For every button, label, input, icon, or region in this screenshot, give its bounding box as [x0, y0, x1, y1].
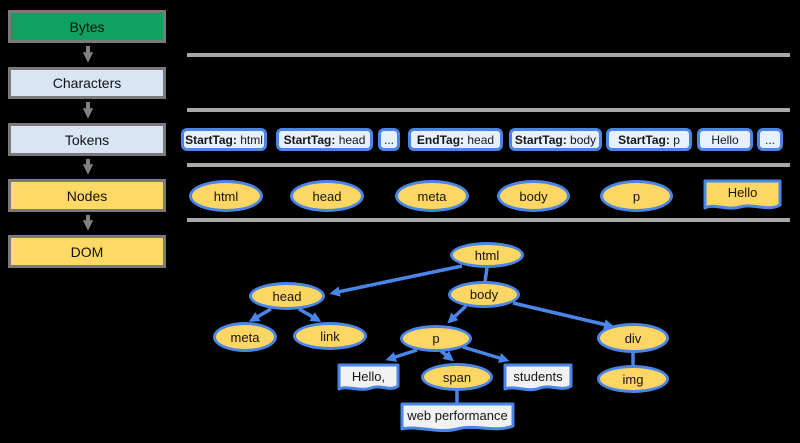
edge-body-p: [447, 304, 468, 324]
token-value: ...: [764, 132, 775, 147]
node-label: Hello: [727, 185, 758, 200]
edge-p-students: [462, 345, 510, 364]
tree-node-label: link: [320, 328, 340, 344]
tree-node-label: p: [432, 331, 440, 346]
tree-textnode-hello: Hello,: [337, 363, 400, 396]
tree-textnode-label: students: [513, 369, 563, 384]
tree-node-label: meta: [230, 329, 260, 345]
tree-node-img: img: [597, 365, 669, 393]
token-value: head: [464, 132, 495, 147]
token-type: StartTag:: [185, 132, 237, 147]
bytes-row-text: [190, 16, 782, 40]
node-ellipse-head: head: [290, 180, 364, 212]
stage-label-nodes: Nodes: [66, 187, 108, 204]
tree-node-body: body: [448, 281, 520, 308]
stage-box-bytes: Bytes: [8, 10, 166, 43]
token-type: EndTag:: [416, 132, 465, 147]
tree-textnode-web-performance: web performance: [400, 402, 515, 436]
edge-head-meta: [248, 307, 272, 322]
characters-row-text: [190, 70, 782, 94]
node-ellipse-html: html: [189, 180, 263, 212]
token-value: ...: [383, 132, 394, 147]
tree-node-label: head: [272, 288, 302, 304]
tree-textnode-students: students: [503, 363, 573, 396]
tree-textnode-label: Hello,: [351, 369, 386, 384]
edge-html-head: [329, 264, 463, 297]
token-value: Hello: [711, 132, 739, 147]
node-ellipse-p: p: [600, 180, 673, 212]
tree-node-span: span: [421, 363, 493, 391]
edge-p-span: [439, 349, 454, 362]
token-hello: Hello: [697, 128, 753, 151]
tree-node-html: html: [450, 242, 524, 268]
row-divider-1: [187, 53, 790, 57]
token-starttag-body: StartTag: body: [509, 128, 602, 151]
tree-node-label: body: [469, 287, 499, 302]
token-endtag-head: EndTag: head: [408, 128, 503, 151]
stage-label-dom: DOM: [70, 243, 104, 260]
row-divider-2: [187, 108, 790, 112]
edge-html-body: [483, 267, 489, 283]
node-label: meta: [417, 188, 447, 204]
tree-node-link: link: [293, 322, 367, 350]
tree-node-label: div: [624, 330, 642, 346]
node-label: html: [213, 188, 239, 204]
tree-node-div: div: [597, 323, 669, 353]
tree-node-label: span: [442, 369, 472, 385]
tree-textnode-label: web performance: [407, 408, 508, 423]
token-starttag-html: StartTag: html: [181, 128, 267, 151]
token-type: StartTag:: [618, 132, 670, 147]
row-divider-3: [187, 163, 790, 167]
wavy-box-shape: [503, 363, 573, 392]
token-type: StartTag:: [514, 132, 567, 147]
stage-box-characters: Characters: [8, 67, 166, 99]
token-starttag-p: StartTag: p: [606, 128, 692, 151]
stage-box-nodes: Nodes: [8, 179, 166, 212]
edge-body-div: [512, 301, 615, 330]
node-label: body: [519, 188, 548, 204]
token-value: head: [335, 132, 366, 147]
node-label: p: [632, 188, 641, 204]
edge-head-link: [298, 307, 322, 322]
stage-label-characters: Characters: [52, 75, 122, 91]
token-ellipsis-2: ...: [757, 128, 783, 151]
stage-box-dom: DOM: [8, 235, 166, 268]
wavy-box-shape: [703, 179, 782, 210]
token-type: StartTag:: [283, 132, 336, 147]
token-value: body: [566, 132, 597, 147]
node-textnode-hello: Hello: [703, 179, 782, 216]
stage-box-tokens: Tokens: [8, 123, 166, 156]
node-label: head: [312, 188, 342, 204]
wavy-box-shape: [400, 402, 515, 433]
token-value: p: [669, 132, 680, 147]
token-starttag-head: StartTag: head: [276, 128, 373, 151]
row-divider-4: [187, 218, 790, 222]
edge-p-hello: [385, 348, 418, 362]
node-ellipse-body: body: [497, 180, 570, 212]
stage-label-bytes: Bytes: [69, 18, 105, 35]
tree-node-meta: meta: [213, 322, 277, 352]
token-value: html: [236, 132, 263, 147]
tree-node-label: html: [474, 247, 500, 263]
tree-node-p: p: [400, 325, 472, 352]
tree-node-head: head: [249, 282, 325, 310]
wavy-box-shape: [337, 363, 400, 391]
node-ellipse-meta: meta: [395, 180, 469, 212]
token-ellipsis-1: ...: [378, 128, 400, 151]
tree-node-label: img: [622, 371, 644, 387]
stage-label-tokens: Tokens: [64, 131, 110, 148]
